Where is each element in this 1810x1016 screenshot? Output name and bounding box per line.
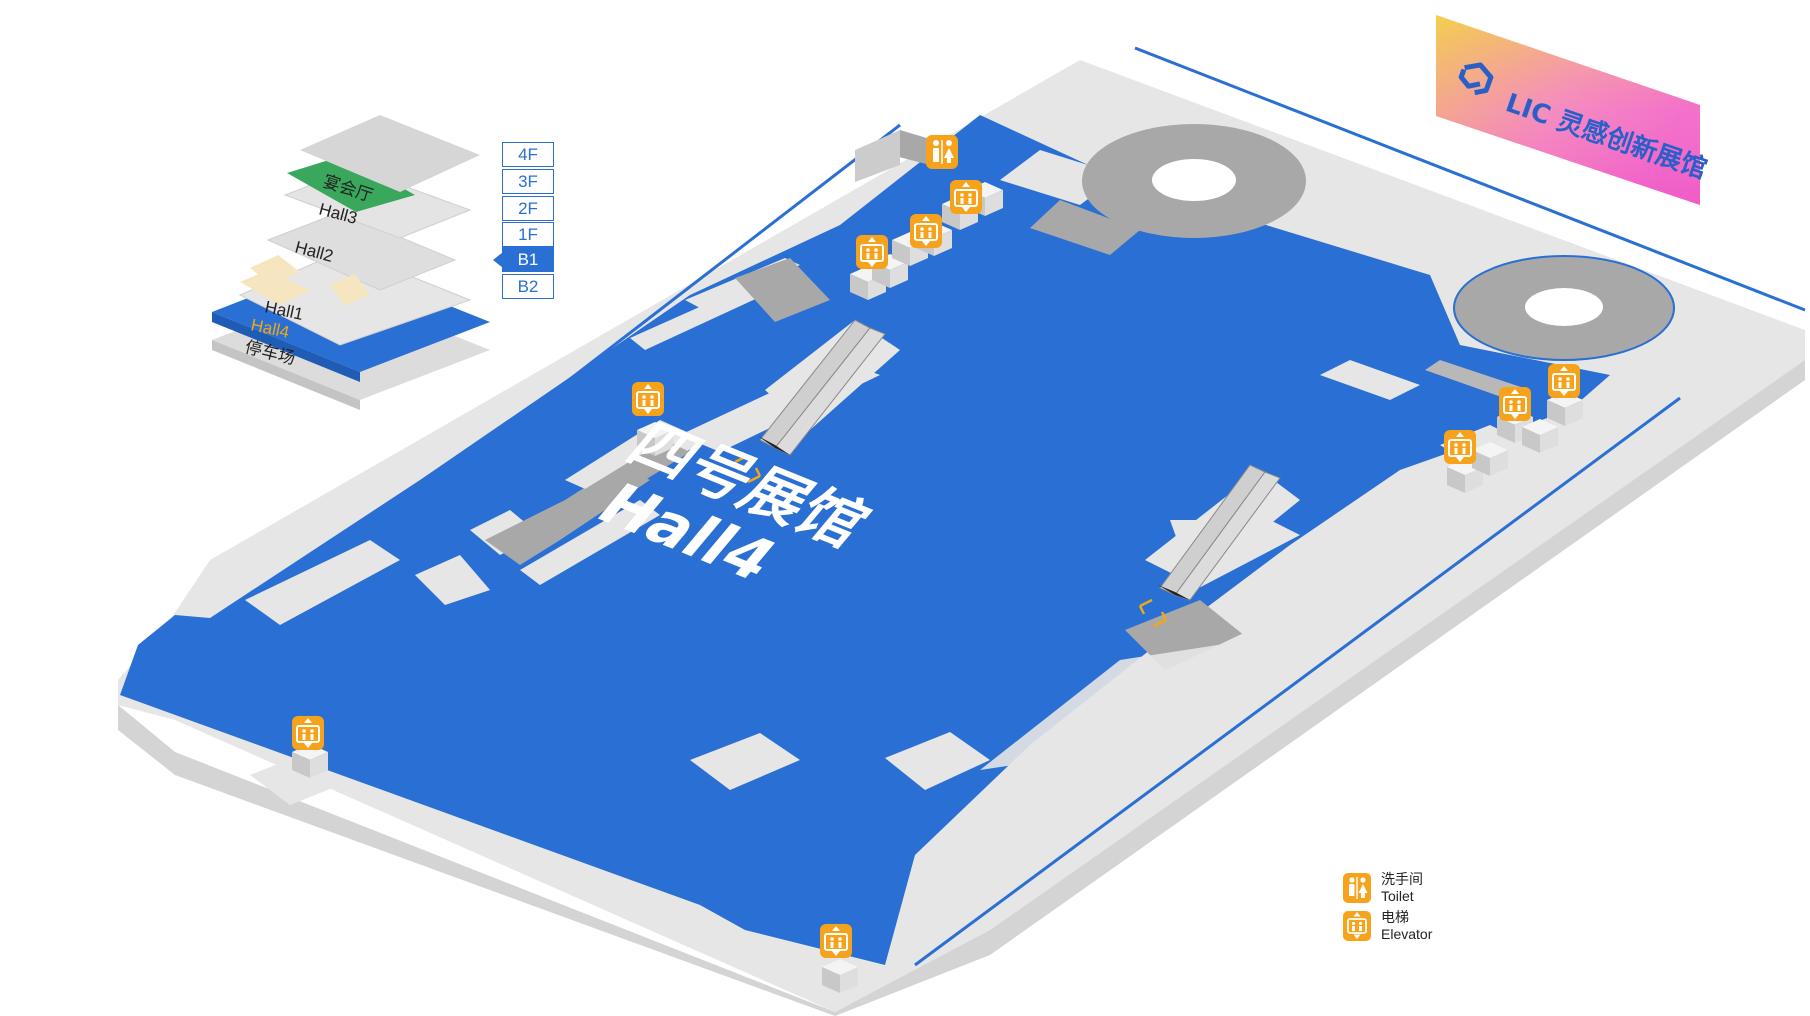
elevator-icon[interactable] [949, 179, 983, 215]
floor-button-4f[interactable]: 4F [502, 142, 554, 167]
floor-button-1f[interactable]: 1F [502, 222, 554, 247]
floor-stack-minimap [212, 115, 490, 410]
elevator-icon[interactable] [819, 923, 853, 959]
legend-elevator-en: Elevator [1381, 926, 1433, 942]
toilet-icon [1343, 873, 1371, 903]
escalator-right [1138, 464, 1300, 628]
elevator-icon[interactable] [1547, 363, 1581, 399]
elevator-icon[interactable] [1443, 429, 1477, 465]
floor-button-3f[interactable]: 3F [502, 169, 554, 194]
brand-sign: LIC 灵感创新展馆 [1436, 15, 1711, 205]
hall4-floor [120, 115, 1610, 965]
escalator-direction-arrows-2 [1138, 598, 1168, 628]
elevator-icon[interactable] [291, 715, 325, 751]
active-floor-pointer [493, 252, 503, 268]
elevator-icon [1343, 911, 1371, 941]
elevator-icon[interactable] [1498, 386, 1532, 422]
toilet-icon[interactable] [925, 134, 959, 170]
floor-button-b2[interactable]: B2 [502, 274, 554, 299]
legend-toilet-en: Toilet [1381, 888, 1414, 904]
hall-border-lines [399, 46, 1806, 967]
circular-plaza-2 [1453, 255, 1675, 361]
escalator-left [733, 319, 900, 484]
elevator-icon[interactable] [631, 381, 665, 417]
floor-button-b1[interactable]: B1 [502, 247, 554, 272]
escalator-direction-arrows [733, 454, 762, 484]
legend-elevator-cn: 电梯 [1381, 909, 1409, 925]
hall-rooms [245, 150, 1620, 872]
lic-logo-icon [1458, 62, 1494, 96]
circular-plaza-1 [1082, 124, 1306, 238]
floor-button-2f[interactable]: 2F [502, 196, 554, 221]
legend-toilet-cn: 洗手间 [1381, 871, 1423, 887]
elevator-icon[interactable] [855, 234, 889, 270]
elevator-icon[interactable] [909, 213, 943, 249]
